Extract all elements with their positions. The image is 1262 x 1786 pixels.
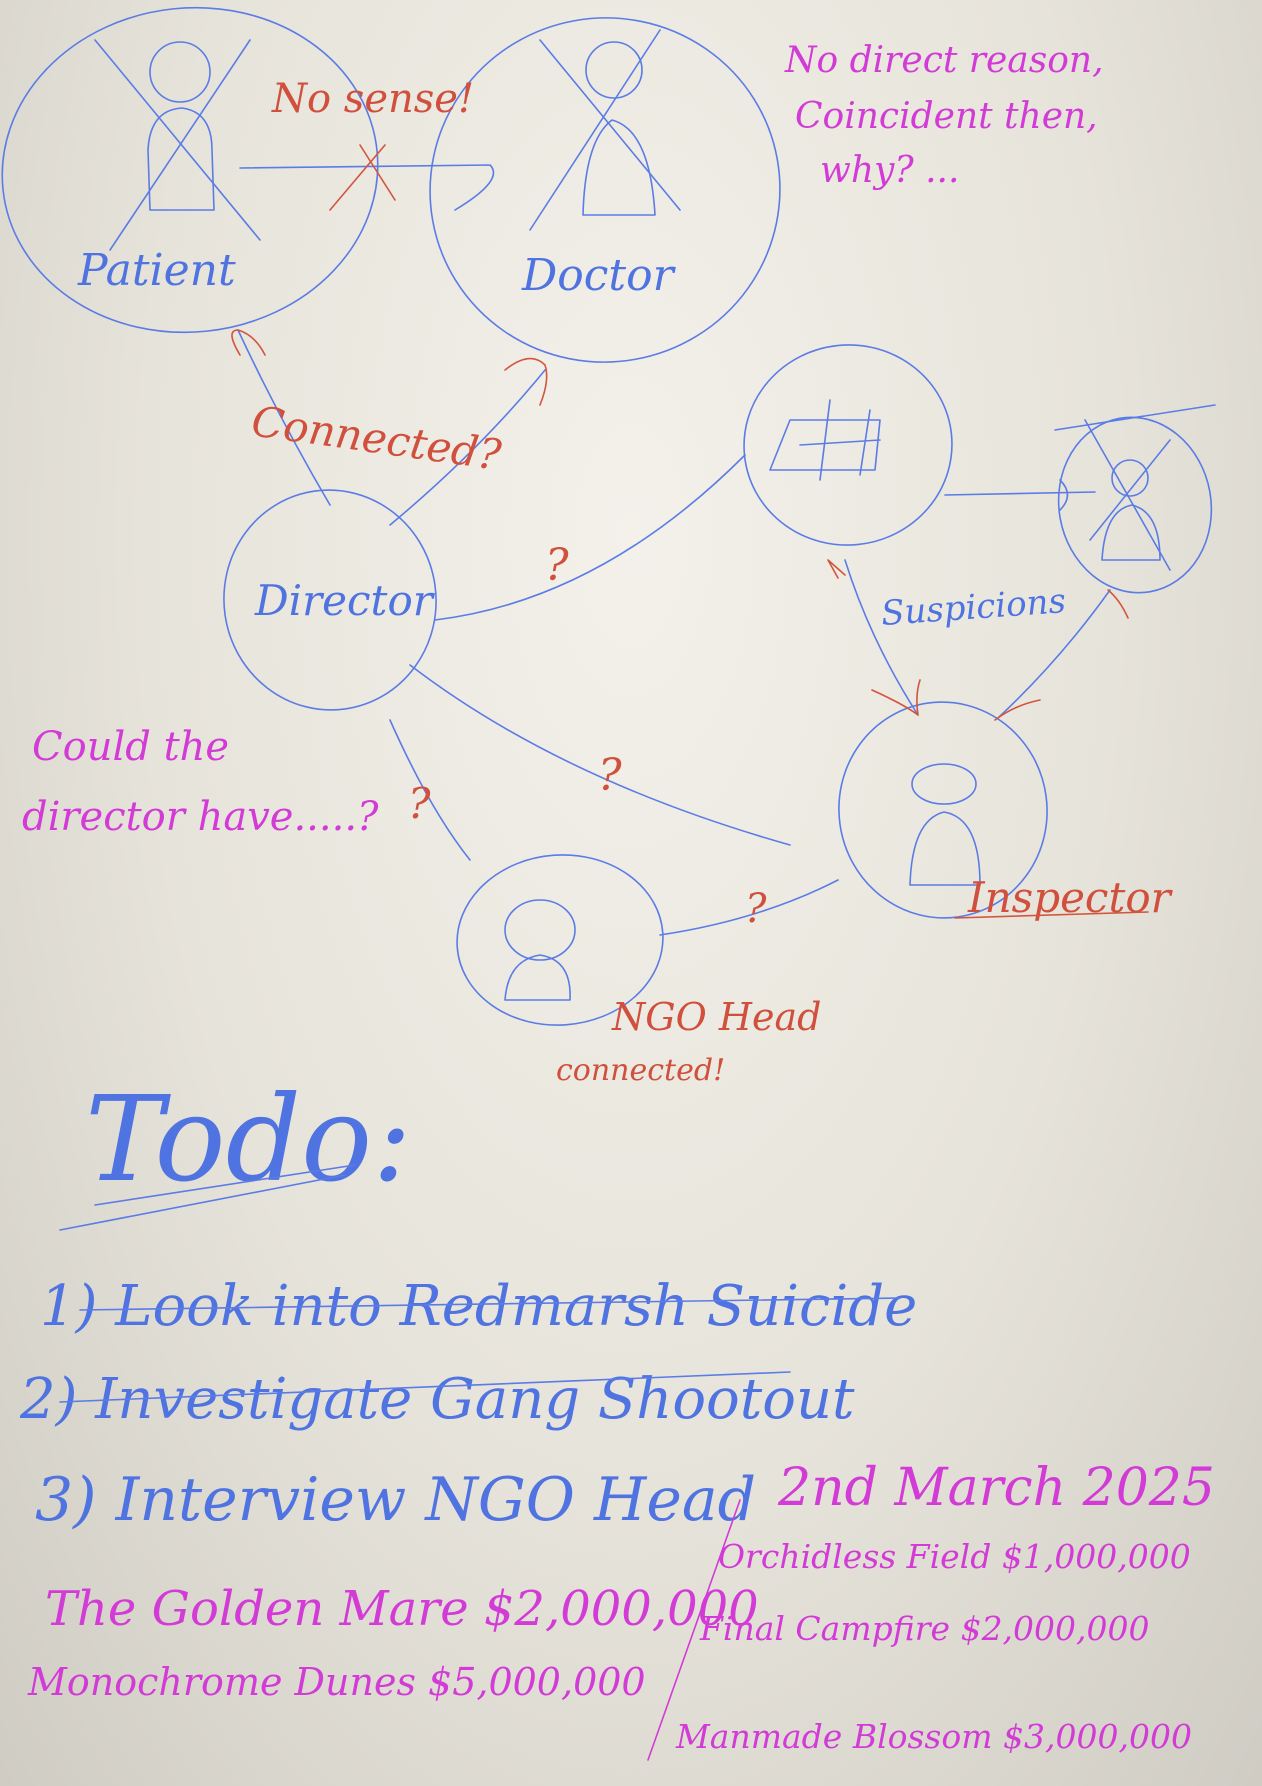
notes-date: 2nd March 2025 <box>777 1458 1215 1518</box>
doctor-cross-1 <box>539 39 681 211</box>
doctor-node: Doctor <box>429 17 781 363</box>
question-mark-1: ? <box>545 540 569 591</box>
arrowhead-victim-2 <box>1107 589 1129 619</box>
question-mark-2: ? <box>598 750 622 801</box>
ngo-head <box>504 899 576 961</box>
director-ngo-link <box>389 719 471 861</box>
todo-underline-2 <box>94 1164 356 1206</box>
arrowhead-doctor <box>504 357 548 406</box>
doctor-head <box>585 41 643 99</box>
patient-doctor-link <box>239 164 495 211</box>
note-line-2: Coincident then, <box>795 96 1098 137</box>
arrowhead-patient <box>231 329 266 356</box>
director-patient-link <box>237 329 331 506</box>
link-cross-1 <box>329 144 386 211</box>
patient-body <box>147 107 215 211</box>
victim-node <box>1054 404 1216 594</box>
todo-strike-2 <box>59 1371 791 1403</box>
evidence-victim-link <box>944 491 1096 496</box>
note-line-1: No direct reason, <box>784 40 1104 81</box>
patient-cross-2 <box>109 39 251 251</box>
question-mark-3: ? <box>408 779 431 828</box>
ngo-inspector-link <box>659 879 839 936</box>
no-direct-reason-note: No direct reason, Coincident then, why? … <box>784 40 1104 191</box>
evidence-node <box>743 344 953 546</box>
todo-strike-1 <box>79 1297 901 1311</box>
notes-divider <box>647 1499 741 1761</box>
ngo-body <box>504 954 571 1001</box>
note-right-3: Manmade Blossom $3,000,000 <box>675 1717 1192 1756</box>
victim-inspector-link <box>997 589 1111 719</box>
inspector-head <box>911 763 977 805</box>
doctor-cross-2 <box>529 29 661 231</box>
victim-body <box>1101 504 1161 561</box>
could-director-note: Could the director have.....? <box>22 724 379 840</box>
note-line-3: why? ... <box>820 150 959 191</box>
director-node: Director <box>223 489 437 711</box>
no-sense-note: No sense! <box>271 76 474 122</box>
director-evidence-link <box>434 454 746 621</box>
could-line-1: Could the <box>32 724 229 770</box>
victim-cross-2 <box>1084 419 1171 571</box>
note-right-1: Orchidless Field $1,000,000 <box>718 1537 1191 1576</box>
patient-label: Patient <box>77 245 236 296</box>
victim-cross-1 <box>1054 404 1216 431</box>
doctor-label: Doctor <box>521 250 677 301</box>
note-left-1: The Golden Mare $2,000,000 <box>45 1581 759 1637</box>
connected-note: Connected? <box>249 396 505 480</box>
patient-head <box>149 41 211 103</box>
victim-cross-3 <box>1089 439 1171 541</box>
arrowhead-victim <box>1059 479 1069 511</box>
todo-section: Todo: 1) Look into Redmarsh Suicide 2) I… <box>19 1070 917 1535</box>
ngo-note-line-1: NGO Head <box>611 995 821 1039</box>
documents-icon <box>769 399 881 481</box>
could-line-2: director have.....? <box>22 794 379 840</box>
evidence-inspector-link <box>844 559 919 716</box>
todo-item-3: 3) Interview NGO Head <box>35 1465 756 1535</box>
link-cross-2 <box>359 144 396 201</box>
arrowhead-inspector-2 <box>994 699 1041 721</box>
inspector-body <box>909 811 981 886</box>
todo-heading: Todo: <box>85 1070 412 1208</box>
inspector-node: Inspector <box>838 701 1174 922</box>
todo-underline-1 <box>59 1174 346 1231</box>
director-label: Director <box>254 576 436 625</box>
director-doctor-link <box>389 369 546 526</box>
todo-item-2: 2) Investigate Gang Shootout <box>19 1367 855 1432</box>
note-left-2: Monochrome Dunes $5,000,000 <box>27 1660 646 1704</box>
ngo-head-node <box>456 854 664 1026</box>
arrowhead-inspector-1 <box>871 679 921 716</box>
todo-item-1: 1) Look into Redmarsh Suicide <box>40 1274 917 1339</box>
doctor-body <box>582 119 656 216</box>
question-mark-4: ? <box>745 886 767 932</box>
patient-node: Patient <box>1 6 379 334</box>
ngo-note-line-2: connected! <box>556 1053 725 1088</box>
victim-head <box>1111 459 1149 497</box>
note-right-2: Final Campfire $2,000,000 <box>699 1609 1150 1648</box>
director-inspector-link <box>409 664 791 846</box>
suspicions-label: Suspicions <box>880 581 1067 634</box>
inspector-underline <box>954 911 1149 919</box>
arrowhead-evidence <box>827 559 846 579</box>
patient-cross-1 <box>94 39 261 241</box>
